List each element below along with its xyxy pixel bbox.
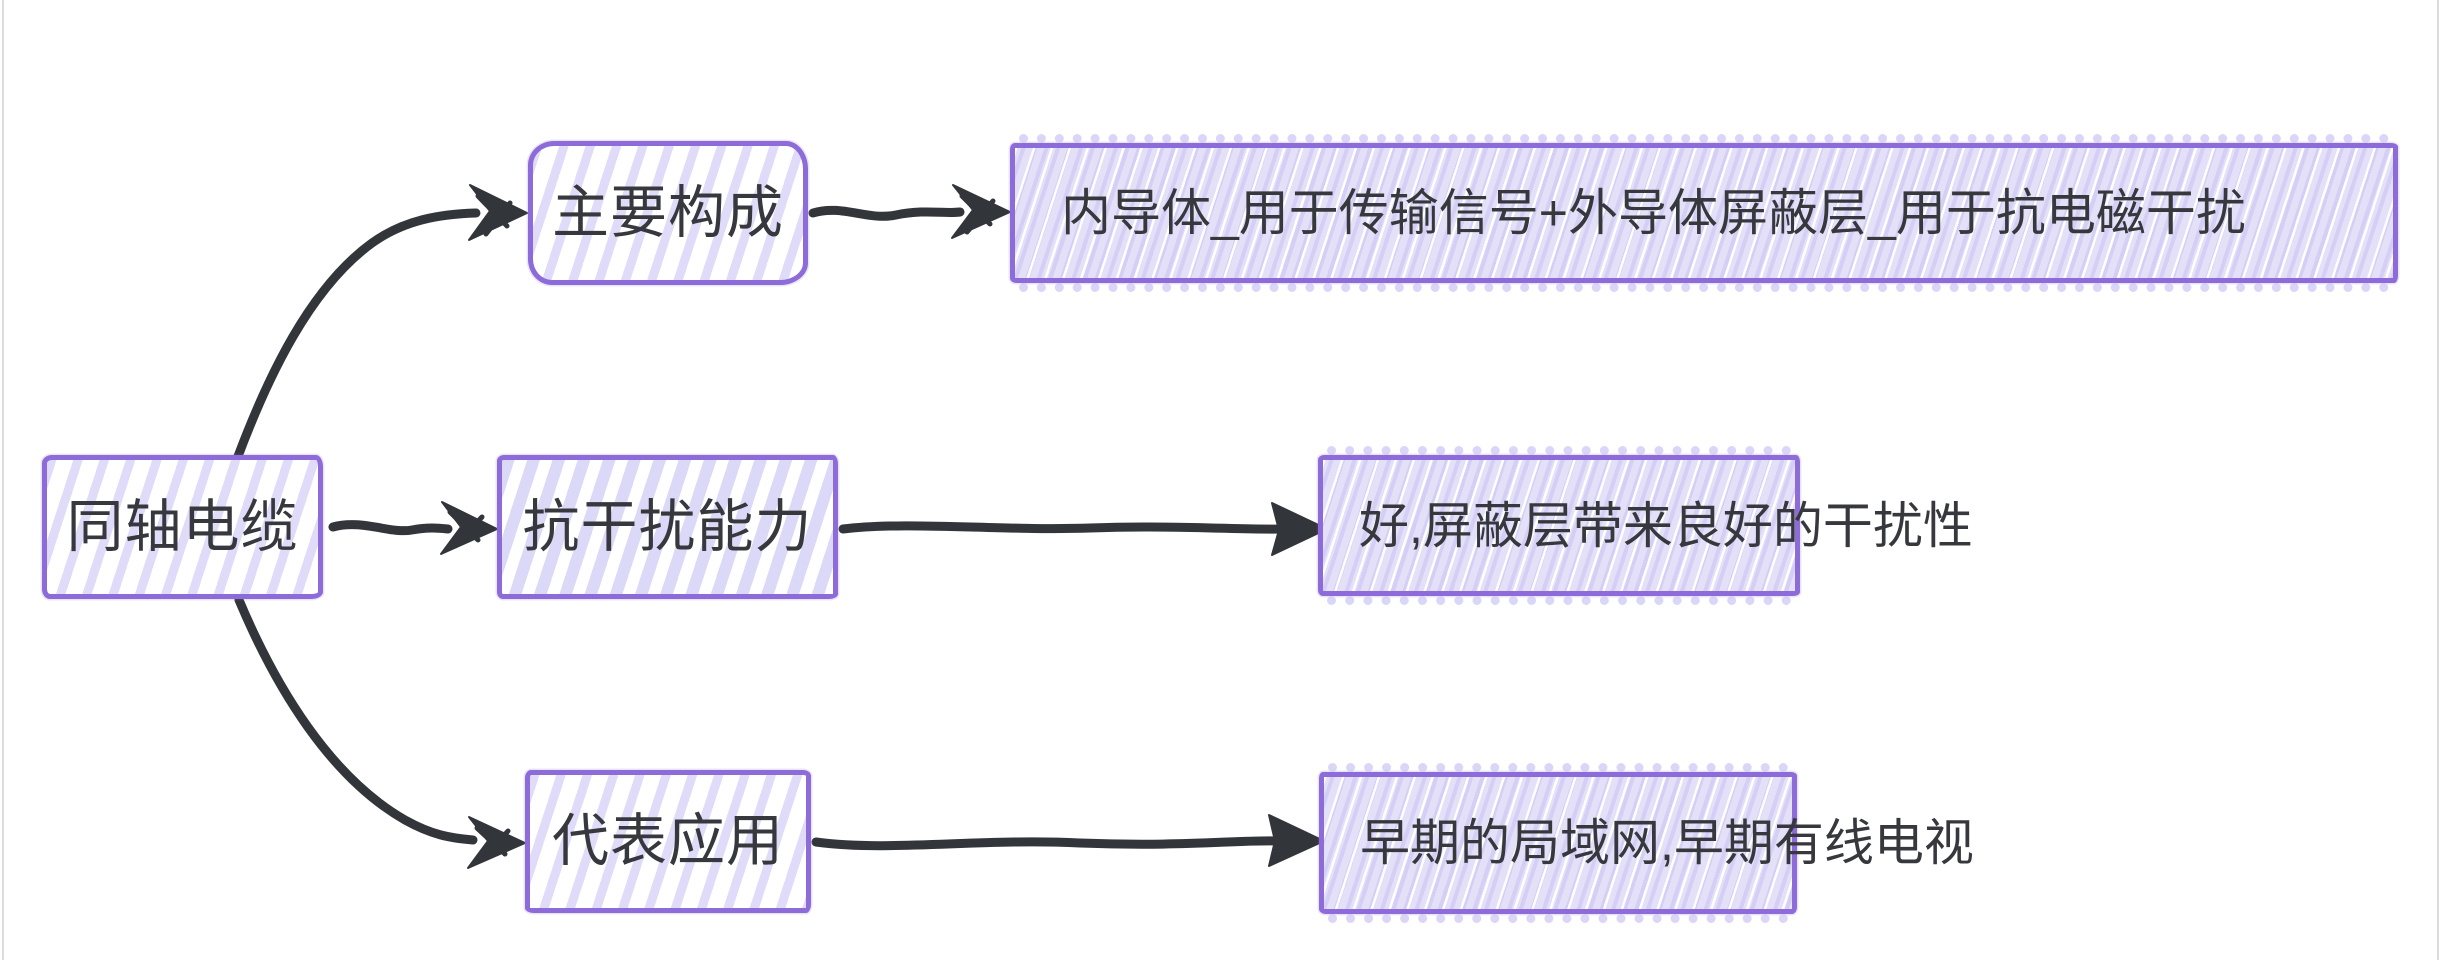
node-root-coaxial-cable[interactable]: 同轴电缆: [42, 455, 323, 599]
node-label: 代表应用: [552, 809, 784, 873]
node-branch-main-composition[interactable]: 主要构成: [528, 141, 808, 285]
connector-root-to-main-composition[interactable]: [232, 184, 528, 464]
canvas-left-border: [2, 0, 4, 960]
node-branch-anti-interference[interactable]: 抗干扰能力: [497, 455, 838, 599]
leaf-text: 内导体_用于传输信号+外导体屏蔽层_用于抗电磁干扰: [1061, 185, 2246, 241]
connector-anti-interference-to-detail[interactable]: [838, 502, 1328, 556]
connector-main-composition-to-detail[interactable]: [808, 184, 1011, 239]
node-label: 同轴电缆: [66, 494, 299, 559]
leaf-anti-interference-detail[interactable]: 好,屏蔽层带来良好的干扰性: [1318, 446, 1973, 605]
node-label: 主要构成: [552, 180, 784, 245]
node-branch-applications[interactable]: 代表应用: [525, 770, 811, 913]
leaf-text: 早期的局域网,早期有线电视: [1360, 815, 1974, 871]
connector-applications-to-detail[interactable]: [811, 814, 1325, 867]
canvas-right-border: [2437, 0, 2439, 960]
leaf-applications-detail[interactable]: 早期的局域网,早期有线电视: [1319, 763, 1974, 923]
leaf-main-composition-detail[interactable]: 内导体_用于传输信号+外导体屏蔽层_用于抗电磁干扰: [1010, 134, 2398, 292]
node-label: 抗干扰能力: [522, 494, 813, 559]
connector-root-to-applications[interactable]: [234, 595, 526, 869]
leaf-text: 好,屏蔽层带来良好的干扰性: [1359, 497, 1973, 554]
connector-root-to-anti-interference[interactable]: [328, 501, 498, 555]
